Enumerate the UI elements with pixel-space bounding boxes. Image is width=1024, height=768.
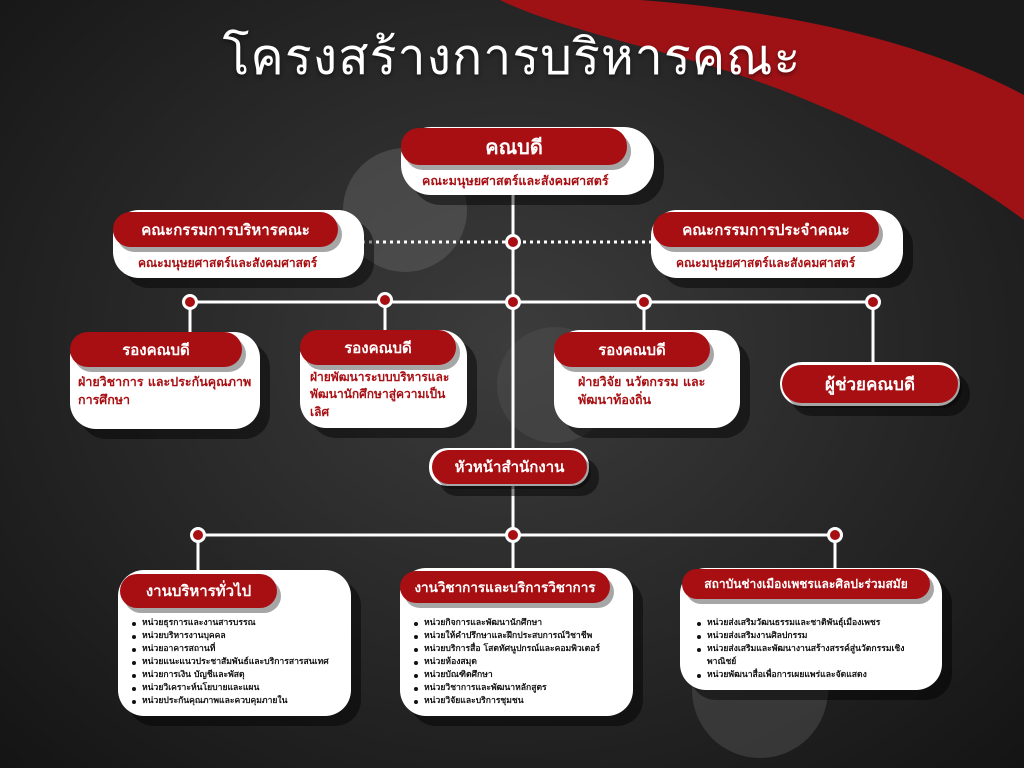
craft-institute-units: หน่วยส่งเสริมวัฒนธรรมและชาติพันธุ์เมืองเ… — [695, 617, 927, 682]
list-item: หน่วยประกันคุณภาพและควบคุมภายใน — [130, 695, 329, 708]
dean-title: คณบดี — [401, 128, 627, 165]
office-head-title: หัวหน้าสำนักงาน — [432, 450, 587, 484]
academic-services-title: งานวิชาการและบริการวิชาการ — [400, 571, 610, 603]
list-item: หน่วยส่งเสริมงานศิลปกรรม — [695, 630, 927, 643]
list-item: หน่วยแนะแนวประชาสัมพันธ์และบริการสารสนเท… — [130, 656, 329, 669]
red-swoosh — [500, 0, 1024, 220]
list-item: หน่วยธุรการและงานสารบรรณ — [130, 617, 329, 630]
vice-dean-research-description: ฝ่ายวิจัย นวัตกรรม และพัฒนาท้องถิ่น — [578, 374, 706, 408]
faculty-committee-title: คณะกรรมการประจำคณะ — [653, 212, 879, 247]
list-item: หน่วยพัฒนาสื่อเพื่อการเผยแพร่และจัดแสดง — [695, 669, 927, 682]
list-item: หน่วยการเงิน บัญชีและพัสดุ — [130, 669, 329, 682]
general-admin-units: หน่วยธุรการและงานสารบรรณ หน่วยบริหารงานบ… — [130, 617, 329, 708]
assistant-dean-title: ผู้ช่วยคณบดี — [782, 365, 958, 403]
list-item: หน่วยห้องสมุด — [412, 656, 600, 669]
list-item: หน่วยบริการสื่อ โสตทัศนูปกรณ์และคอมพิวเต… — [412, 643, 600, 656]
academic-services-units: หน่วยกิจการและพัฒนานักศึกษา หน่วยให้คำปร… — [412, 617, 600, 708]
executive-committee-subtitle: คณะมนุษยศาสตร์และสังคมศาสตร์ — [138, 256, 318, 270]
list-item: หน่วยกิจการและพัฒนานักศึกษา — [412, 617, 600, 630]
craft-institute-title: สถาบันช่างเมืองเพชรและศิลปะร่วมสมัย — [682, 569, 930, 599]
list-item: หน่วยวิชาการและพัฒนาหลักสูตร — [412, 682, 600, 695]
list-item: หน่วยให้คำปรึกษาและฝึกประสบการณ์วิชาชีพ — [412, 630, 600, 643]
executive-committee-title: คณะกรรมการบริหารคณะ — [113, 212, 338, 247]
dean-subtitle: คณะมนุษยศาสตร์และสังคมศาสตร์ — [422, 173, 609, 188]
list-item: หน่วยส่งเสริมวัฒนธรรมและชาติพันธุ์เมืองเ… — [695, 617, 927, 630]
list-item: หน่วยวิจัยและบริการชุมชน — [412, 695, 600, 708]
list-item: หน่วยบริหารงานบุคคล — [130, 630, 329, 643]
vice-dean-research-title: รองคณบดี — [554, 332, 710, 367]
list-item: หน่วยอาคารสถานที่ — [130, 643, 329, 656]
list-item: หน่วยบัณฑิตศึกษา — [412, 669, 600, 682]
vice-dean-admin-description: ฝ่ายพัฒนาระบบบริหารและพัฒนานักศึกษาสู่คว… — [310, 370, 450, 419]
vice-dean-admin-title: รองคณบดี — [300, 330, 456, 365]
dark-swoosh — [640, 0, 1024, 95]
vice-dean-academic-description: ฝ่ายวิชาการ และประกันคุณภาพการศึกษา — [78, 374, 252, 408]
list-item: หน่วยส่งเสริมและพัฒนางานสร้างสรรค์สู่นวั… — [695, 643, 927, 669]
general-admin-title: งานบริหารทั่วไป — [120, 574, 277, 608]
page-title: โครงสร้างการบริหารคณะ — [222, 28, 802, 86]
vice-dean-academic-title: รองคณบดี — [70, 332, 242, 367]
faculty-committee-subtitle: คณะมนุษยศาสตร์และสังคมศาสตร์ — [676, 256, 856, 270]
list-item: หน่วยวิเคราะห์นโยบายและแผน — [130, 682, 329, 695]
